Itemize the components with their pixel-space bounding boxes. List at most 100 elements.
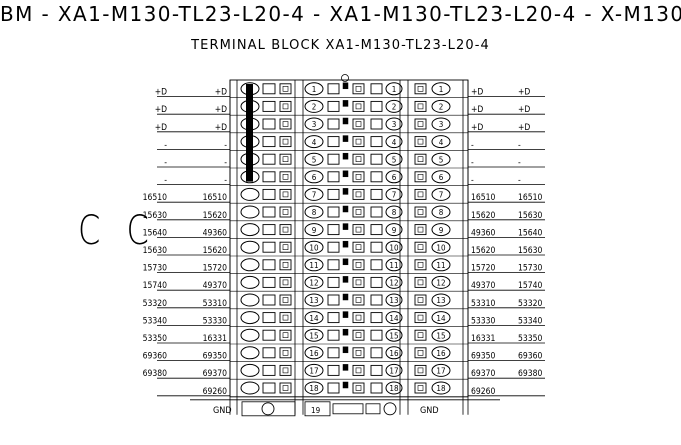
terminal-number-right: 9	[392, 226, 397, 235]
right-screw-inner	[417, 332, 424, 339]
terminal-number-right: 18	[389, 384, 399, 393]
right-screw-box	[414, 329, 427, 341]
centre-box	[327, 382, 340, 394]
left-screw-box	[279, 188, 292, 200]
terminal-number-oval-right	[385, 293, 403, 307]
centre-box	[352, 188, 365, 200]
centre-box	[327, 171, 340, 183]
centre-box	[352, 153, 365, 165]
terminal-number-oval-right	[385, 99, 403, 113]
terminal-number-oval-right	[385, 275, 403, 289]
left-screw-box	[279, 171, 292, 183]
terminal-number-right: 16	[389, 349, 399, 358]
left-screw-inner	[282, 156, 289, 162]
centre-box	[352, 382, 365, 394]
wire-label-far-right: 15630	[518, 246, 542, 256]
centre-box-inner	[355, 244, 362, 250]
terminal-number-oval-right	[385, 328, 403, 342]
left-screw-inner	[282, 349, 289, 356]
right-screw-inner	[417, 261, 424, 268]
terminal-number-right: 8	[392, 208, 397, 217]
wire-label-far-right: 53340	[518, 316, 542, 326]
wire-label-far-left: -	[164, 140, 167, 150]
wire-label-right: 69370	[471, 369, 495, 379]
terminal-number-oval-right	[385, 187, 403, 201]
terminal-number-right: 2	[392, 103, 397, 112]
wire-label-left: 15720	[203, 264, 227, 274]
wire-label-far-left: +D	[155, 123, 167, 133]
terminal-number: 3	[312, 120, 317, 129]
left-screw-inner	[282, 279, 289, 286]
wire-label-far-left: 15740	[143, 281, 167, 291]
right-screw-inner	[417, 174, 424, 180]
wire-label-far-left: 15630	[143, 246, 167, 256]
left-screw-box	[279, 329, 292, 341]
wire-label-far-right: +D	[518, 123, 530, 133]
wire-label-far-left: 15730	[143, 264, 167, 274]
centre-box	[352, 118, 365, 130]
right-clamp-oval	[431, 82, 451, 96]
right-screw-inner	[417, 103, 424, 110]
wire-label-far-left: -	[164, 158, 167, 168]
terminal-number-oval	[304, 205, 324, 219]
centre-box-inner	[355, 367, 362, 374]
terminal-number-right: 12	[389, 279, 398, 288]
wire-label-far-right: 53320	[518, 299, 542, 309]
centre-box-inner	[355, 279, 362, 286]
centre-box	[327, 118, 340, 130]
centre-pin	[342, 82, 349, 90]
centre-box	[370, 83, 383, 95]
wire-label-right: 16331	[471, 334, 495, 344]
centre-box	[352, 100, 365, 112]
centre-box	[370, 153, 383, 165]
wire-label-right: +D	[471, 105, 483, 115]
centre-box	[352, 171, 365, 183]
centre-box-inner	[355, 226, 362, 233]
centre-pin	[342, 381, 349, 389]
right-screw-inner	[417, 279, 424, 286]
left-screw-box	[262, 382, 276, 394]
terminal-number-far-right: 14	[436, 314, 446, 323]
terminal-number-oval-right	[385, 205, 403, 219]
left-screw-box	[279, 276, 292, 288]
centre-pin	[342, 364, 349, 371]
centre-box	[352, 206, 365, 218]
right-screw-box	[414, 171, 427, 183]
wire-label-left: 69370	[203, 369, 227, 379]
right-clamp-oval	[431, 275, 451, 289]
wire-label-left: -	[224, 140, 227, 150]
left-clamp-oval	[240, 187, 260, 201]
centre-box	[327, 188, 340, 200]
right-screw-box	[414, 259, 427, 271]
centre-box	[370, 259, 383, 271]
terminal-number-far-right: 12	[436, 279, 445, 288]
left-screw-box	[262, 347, 276, 359]
centre-box-inner	[355, 332, 362, 339]
terminal-number: 17	[309, 367, 318, 376]
terminal-number-oval	[304, 258, 324, 272]
left-screw-box	[279, 259, 292, 271]
terminal-number: 2	[312, 103, 317, 112]
terminal-number-far-right: 4	[439, 138, 444, 147]
terminal-number-oval-right	[385, 311, 403, 325]
centre-box	[352, 329, 365, 341]
terminal-number-oval-right	[385, 135, 403, 149]
centre-box	[327, 136, 340, 148]
centre-box	[327, 259, 340, 271]
centre-pin	[342, 117, 349, 125]
centre-box	[327, 294, 340, 306]
wire-label-right: 15620	[471, 211, 495, 221]
left-screw-inner	[282, 174, 289, 180]
wire-label-left: 69260	[203, 387, 227, 397]
left-clamp-oval	[240, 346, 260, 360]
terminal-number-far-right: 16	[436, 349, 446, 358]
terminal-number-right: 1	[392, 85, 397, 94]
wire-label-far-right: 15730	[518, 264, 542, 274]
centre-box	[370, 136, 383, 148]
terminal-number-right: 14	[389, 314, 399, 323]
terminal-number-far-right: 10	[436, 243, 446, 252]
wire-label-right: 53330	[471, 316, 495, 326]
right-screw-box	[414, 294, 427, 306]
wire-label-left: 69350	[203, 352, 227, 362]
left-screw-box	[279, 83, 292, 95]
